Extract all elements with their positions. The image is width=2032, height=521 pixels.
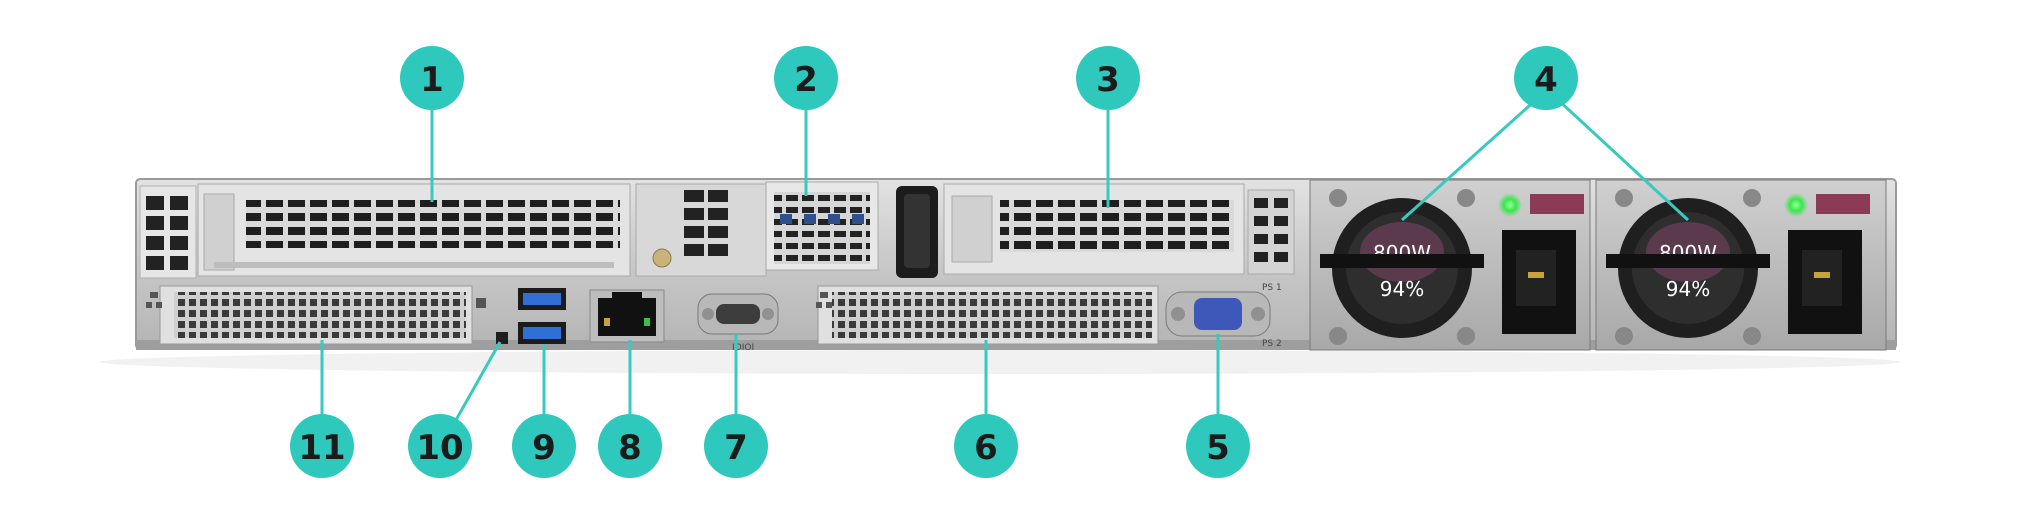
ilo-network-port[interactable]: [589, 289, 665, 343]
power-supply-1: 800W 94%: [1309, 179, 1591, 351]
pcie-slot-1: [197, 183, 631, 277]
left-bracket: [139, 185, 197, 279]
callout-11: 11: [290, 414, 354, 478]
usb-port-icon[interactable]: [518, 288, 566, 344]
callout-4: 4: [1514, 46, 1578, 110]
psu-1-efficiency: 94%: [1380, 277, 1424, 301]
pcie-slot-3: [943, 183, 1295, 275]
svg-text:IOIOI: IOIOI: [732, 343, 754, 353]
svg-text:4: 4: [1534, 60, 1558, 100]
pcie-slot-2: [635, 181, 938, 278]
svg-text:11: 11: [298, 428, 345, 468]
uid-button[interactable]: [496, 332, 508, 344]
power-inlet-icon: [1502, 230, 1576, 334]
callout-3: 3: [1076, 46, 1140, 110]
serial-port-icon[interactable]: IOIOI: [697, 293, 779, 353]
svg-text:8: 8: [618, 428, 642, 468]
svg-text:1: 1: [420, 60, 444, 100]
ocp-slot-2: [816, 285, 1159, 345]
callout-6: 6: [954, 414, 1018, 478]
network-icon: [146, 292, 162, 308]
vga-port-icon[interactable]: PS 1 PS 2: [1165, 283, 1282, 349]
callout-10: 10: [408, 414, 472, 478]
callout-8: 8: [598, 414, 662, 478]
callout-1: 1: [400, 46, 464, 110]
psu-2-status-led: [1784, 193, 1808, 217]
svg-text:7: 7: [724, 428, 748, 468]
svg-text:9: 9: [532, 428, 556, 468]
svg-text:6: 6: [974, 428, 998, 468]
psu-1-status-led: [1498, 193, 1522, 217]
svg-text:3: 3: [1096, 60, 1120, 100]
ps2-label: PS 2: [1262, 339, 1282, 349]
power-inlet-icon: [1788, 230, 1862, 334]
network-icon: [816, 292, 832, 308]
callout-5: 5: [1186, 414, 1250, 478]
svg-text:10: 10: [416, 428, 463, 468]
callout-9: 9: [512, 414, 576, 478]
ocp-slot-1: [146, 285, 486, 345]
power-supply-2: 800W 94%: [1595, 179, 1887, 351]
svg-text:5: 5: [1206, 428, 1230, 468]
ps1-label: PS 1: [1262, 283, 1282, 293]
psu-2-efficiency: 94%: [1666, 277, 1710, 301]
callout-7: 7: [704, 414, 768, 478]
svg-text:2: 2: [794, 60, 818, 100]
callout-lines: [320, 96, 1690, 421]
callout-2: 2: [774, 46, 838, 110]
